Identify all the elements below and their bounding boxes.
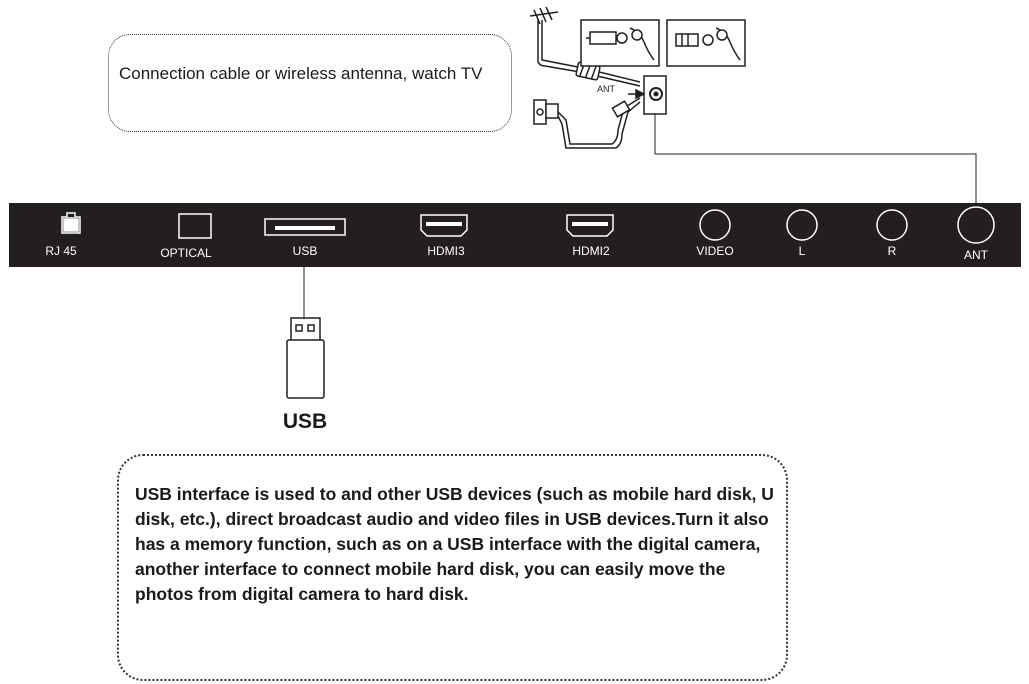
antenna-icon [529, 6, 641, 87]
adapter-inset-boxes [580, 19, 746, 67]
usb-port-icon [264, 218, 346, 236]
audio-l-jack-icon [786, 209, 818, 241]
video-jack-icon [699, 209, 731, 241]
ant-socket-icon [628, 75, 667, 115]
port-label-video: VIDEO [696, 244, 734, 258]
antenna-jack-icon [957, 206, 995, 244]
port-label-ant: ANT [964, 248, 988, 262]
port-label-l: L [798, 244, 806, 258]
usb-device-caption: USB [282, 410, 328, 433]
hdmi-port-icon [566, 214, 614, 237]
port-label-r: R [887, 244, 897, 258]
ant-leader-line [654, 114, 977, 203]
usb-callout: USB interface is used to and other USB d… [117, 454, 788, 681]
port-label-hdmi2: HDMI2 [572, 244, 610, 258]
optical-port-icon [178, 213, 212, 239]
port-label-optical: OPTICAL [160, 246, 212, 260]
cable-icon [557, 97, 641, 149]
audio-r-jack-icon [876, 209, 908, 241]
wall-socket-icon [533, 99, 559, 125]
antenna-callout: Connection cable or wireless antenna, wa… [108, 34, 512, 132]
hdmi-port-icon [420, 214, 468, 237]
ant-jack-label: ANT [597, 84, 615, 94]
usb-callout-text: USB interface is used to and other USB d… [135, 484, 774, 604]
port-label-hdmi3: HDMI3 [427, 244, 465, 258]
port-label-rj45: RJ 45 [45, 244, 77, 258]
antenna-callout-text: Connection cable or wireless antenna, wa… [119, 64, 483, 83]
usb-flash-drive-icon [286, 317, 325, 399]
panel-ports [61, 206, 995, 244]
tv-back-panel: RJ 45 OPTICAL USB HDMI3 HDMI2 VIDEO L R … [9, 203, 1021, 267]
port-label-usb: USB [292, 244, 318, 258]
rj45-port-icon [61, 212, 81, 234]
